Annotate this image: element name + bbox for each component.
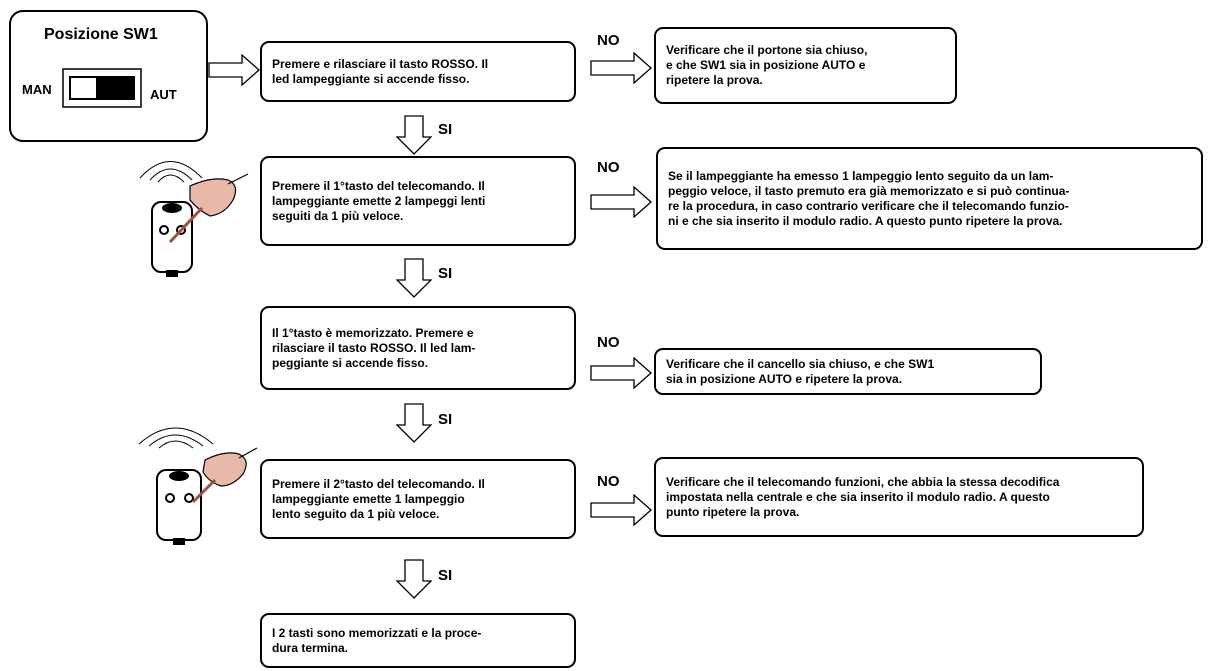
no-label-4: NO xyxy=(597,473,620,490)
arrow-right-icon xyxy=(208,54,260,86)
step-3-box: Il 1°tasto è memorizzato. Premere e rila… xyxy=(260,306,576,390)
arrow-down-icon xyxy=(396,258,432,298)
arrow-right-icon xyxy=(590,186,652,218)
arrow-right-icon xyxy=(590,494,652,526)
sw1-man-label: MAN xyxy=(22,82,52,97)
si-label-2: SI xyxy=(438,265,453,282)
arrow-right-icon xyxy=(590,52,652,84)
step-4-text: Premere il 2°tasto del telecomando. Il l… xyxy=(272,476,485,521)
no-box-2: Se il lampeggiante ha emesso 1 lampeggio… xyxy=(656,147,1203,250)
radio-waves-icon xyxy=(138,427,214,449)
arrow-right-icon xyxy=(590,357,652,389)
sw1-aut-label: AUT xyxy=(150,87,177,102)
remote-control-icon xyxy=(139,161,249,277)
step-5-box: I 2 tasti sono memorizzati e la proce- d… xyxy=(260,613,576,668)
step-1-box: Premere e rilasciare il tasto ROSSO. Il … xyxy=(260,41,576,102)
step-4-box: Premere il 2°tasto del telecomando. Il l… xyxy=(260,459,576,539)
no-box-1: Verificare che il portone sia chiuso, e … xyxy=(654,27,957,104)
no-label-2: NO xyxy=(597,159,620,176)
si-label-3: SI xyxy=(438,411,453,428)
no-box-4: Verificare che il telecomando funzioni, … xyxy=(654,457,1144,537)
arrow-down-icon xyxy=(396,559,432,599)
hand-pointer-icon xyxy=(168,173,249,244)
radio-waves-icon xyxy=(139,161,203,183)
no-box-3: Verificare che il cancello sia chiuso, e… xyxy=(654,348,1042,395)
step-2-box: Premere il 1°tasto del telecomando. Il l… xyxy=(260,156,576,246)
step-3-text: Il 1°tasto è memorizzato. Premere e rila… xyxy=(272,325,476,370)
no-box-3-text: Verificare che il cancello sia chiuso, e… xyxy=(666,356,935,386)
no-box-4-text: Verificare che il telecomando funzioni, … xyxy=(666,474,1060,519)
no-label-1: NO xyxy=(597,32,620,49)
hand-pointer-icon xyxy=(191,447,258,504)
sw1-title: Posizione SW1 xyxy=(44,26,158,43)
remote-control-icon xyxy=(138,427,258,545)
arrow-down-icon xyxy=(396,403,432,443)
no-box-2-text: Se il lampeggiante ha emesso 1 lampeggio… xyxy=(668,168,1070,228)
arrow-down-icon xyxy=(396,115,432,155)
si-label-1: SI xyxy=(438,121,453,138)
step-5-text: I 2 tasti sono memorizzati e la proce- d… xyxy=(272,625,482,655)
step-1-text: Premere e rilasciare il tasto ROSSO. Il … xyxy=(272,56,489,86)
no-box-1-text: Verificare che il portone sia chiuso, e … xyxy=(666,43,868,87)
no-label-3: NO xyxy=(597,334,620,351)
si-label-4: SI xyxy=(438,567,453,584)
step-2-text: Premere il 1°tasto del telecomando. Il l… xyxy=(272,178,486,223)
sw1-switch-icon xyxy=(62,68,142,108)
